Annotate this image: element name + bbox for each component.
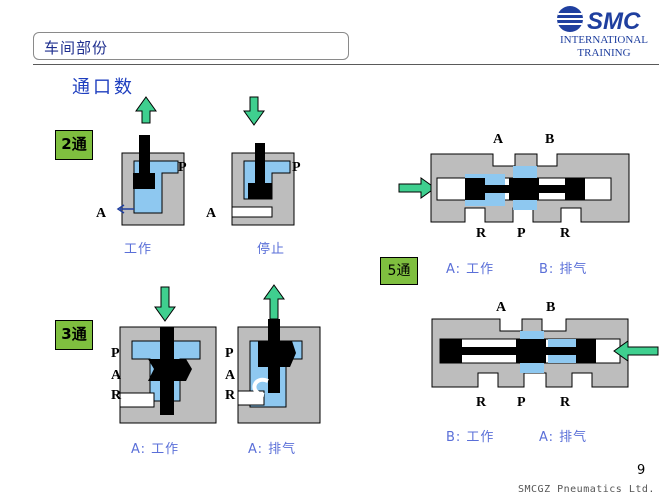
caption-3way-work: A: 工作 <box>131 442 180 457</box>
valve-2way-work <box>116 96 185 226</box>
port-a-label: A <box>225 368 236 383</box>
valve-3way-work <box>119 286 217 424</box>
caption-5way-b-work: B: 工作 <box>446 430 495 445</box>
header-divider <box>33 64 659 65</box>
spool-piston-right <box>576 339 596 363</box>
outlet-channel <box>231 206 273 218</box>
down-arrow-icon <box>154 286 176 322</box>
valve-5way-top <box>398 153 630 223</box>
smc-logo: SMC <box>557 6 641 35</box>
flow-arrow <box>116 204 134 214</box>
spool-land <box>516 339 546 363</box>
port-p-label: P <box>292 160 301 175</box>
spool-land <box>509 178 539 200</box>
up-arrow-icon <box>263 284 285 320</box>
valve-stem <box>139 135 150 189</box>
valve-3way-exhaust <box>237 284 321 424</box>
port-r-label: R <box>111 388 122 403</box>
caption-5way-b-exhaust: B: 排气 <box>539 262 588 277</box>
spool-piston-left <box>465 178 485 200</box>
port-r2-label: R <box>560 226 571 241</box>
header-box <box>33 32 349 60</box>
header-title: 车间部份 <box>44 39 109 57</box>
caption-2way-stop: 停止 <box>257 242 286 257</box>
valve-stem <box>255 143 265 189</box>
page-number: 9 <box>637 463 646 478</box>
valve-poppet <box>133 173 155 189</box>
port-r1-label: R <box>476 226 487 241</box>
port-a-label: A <box>111 368 122 383</box>
footer-company: SMCGZ Pneumatics Ltd. <box>518 484 655 495</box>
port-p-label: P <box>517 226 526 241</box>
port-p-label: P <box>111 346 120 361</box>
tag-3-way: 3通 <box>55 320 93 350</box>
caption-5way-a-exhaust: A: 排气 <box>539 430 588 445</box>
tag-5-way: 5通 <box>380 257 418 285</box>
spool-piston-right <box>565 178 585 200</box>
exhaust-flow-icon <box>252 377 269 397</box>
down-arrow-icon <box>243 96 265 126</box>
caption-2way-work: 工作 <box>124 242 153 257</box>
port-b-label: B <box>545 132 555 147</box>
left-arrow-icon <box>613 340 659 362</box>
logo-line-training: TRAINING <box>577 47 631 59</box>
port-a-label: A <box>206 206 217 221</box>
logo-brand: SMC <box>587 8 641 35</box>
valve-poppet <box>248 183 272 199</box>
caption-5way-a-work: A: 工作 <box>446 262 495 277</box>
port-r-label: R <box>225 388 236 403</box>
logo-subtitle: INTERNATIONAL TRAINING <box>556 34 652 60</box>
valve-spool <box>148 359 192 381</box>
exhaust-channel <box>119 392 155 408</box>
port-a-label: A <box>96 206 107 221</box>
port-r2-label: R <box>560 395 571 410</box>
logo-line-international: INTERNATIONAL <box>560 34 648 46</box>
logo-globe-icon <box>557 6 583 32</box>
port-p-label: P <box>517 395 526 410</box>
port-b-label: B <box>546 300 556 315</box>
port-p-label: P <box>225 346 234 361</box>
right-arrow-icon <box>398 177 436 199</box>
tag-2-way: 2通 <box>55 130 93 160</box>
port-a-label: A <box>496 300 507 315</box>
spool-piston-left <box>440 339 462 363</box>
port-p-label: P <box>178 160 187 175</box>
valve-2way-stop <box>231 96 295 226</box>
caption-3way-exhaust: A: 排气 <box>248 442 297 457</box>
valve-spool <box>258 341 296 367</box>
section-title: 通口数 <box>72 77 135 98</box>
up-arrow-icon <box>135 96 157 124</box>
port-r1-label: R <box>476 395 487 410</box>
port-a-label: A <box>493 132 504 147</box>
valve-5way-bottom <box>431 318 659 388</box>
